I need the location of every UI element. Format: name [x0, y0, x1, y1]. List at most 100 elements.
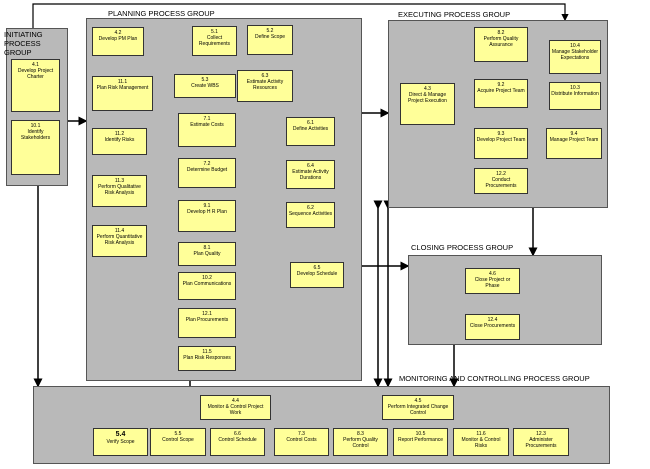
- process-number: 12.1: [202, 311, 212, 317]
- process-number: 9.2: [497, 82, 505, 88]
- process-label: Acquire Project Team: [477, 88, 525, 94]
- initiating-group-title: INITIATING PROCESS GROUP: [4, 30, 43, 57]
- process-label: Plan Risk Management: [96, 85, 149, 91]
- process-number: 11.1: [117, 79, 128, 85]
- process-4-4[interactable]: 4.4 Monitor & Control Project Work: [200, 395, 271, 420]
- monitoring-group-title: MONITORING AND CONTROLLING PROCESS GROUP: [399, 374, 590, 383]
- process-label: Perform Quality Control: [343, 437, 378, 449]
- process-9-1[interactable]: 9.1 Develop H R Plan: [178, 200, 236, 232]
- process-label: Conduct Procurements: [485, 177, 517, 189]
- process-10-5[interactable]: 10.5 Report Performance: [393, 428, 448, 456]
- process-label: Monitor & Control Risks: [461, 437, 501, 449]
- process-12-1[interactable]: 12.1 Plan Procurements: [178, 308, 236, 338]
- process-label: Perform Integrated Change Control: [387, 404, 449, 416]
- process-label: Identify Risks: [104, 137, 135, 143]
- process-number: 9.1: [203, 203, 211, 209]
- process-4-6[interactable]: 4.6 Close Project or Phase: [465, 268, 520, 294]
- process-7-2[interactable]: 7.2 Determine Budget: [178, 158, 236, 188]
- process-label: Administer Procurements: [525, 437, 557, 449]
- process-number: 4.4: [232, 398, 239, 404]
- process-label: Develop PM Plan: [98, 36, 138, 42]
- process-label: Define Activities: [292, 126, 329, 132]
- process-number: 4.3: [424, 86, 431, 92]
- process-4-2[interactable]: 4.2 Develop PM Plan: [92, 27, 144, 56]
- process-label: Develop H R Plan: [187, 209, 227, 215]
- process-5-1[interactable]: 5.1 Collect Requirements: [192, 26, 237, 56]
- process-label: Develop Project Charter: [17, 68, 54, 80]
- process-6-4[interactable]: 6.4 Estimate Activity Durations: [286, 160, 335, 189]
- process-label: Plan Risk Responses: [183, 355, 231, 361]
- process-label: Plan Quality: [193, 251, 221, 257]
- process-7-1[interactable]: 7.1 Estimate Costs: [178, 113, 236, 147]
- process-label: Close Project or Phase: [474, 277, 511, 289]
- process-8-3[interactable]: 8.3 Perform Quality Control: [333, 428, 388, 456]
- process-4-1[interactable]: 4.1 Develop Project Charter: [11, 59, 60, 112]
- process-label: Plan Communications: [182, 281, 232, 287]
- process-number: 8.2: [497, 30, 505, 36]
- process-label: Report Performance: [397, 437, 444, 443]
- process-number: 6.6: [234, 431, 241, 437]
- process-number: 9.4: [570, 131, 578, 137]
- process-label: Manage Stakeholder Expectations: [551, 49, 599, 61]
- process-label: Plan Procurements: [185, 317, 229, 323]
- process-12-2[interactable]: 12.2 Conduct Procurements: [474, 168, 528, 194]
- process-5-2[interactable]: 5.2 Define Scope: [247, 25, 293, 55]
- process-9-2[interactable]: 9.2 Acquire Project Team: [474, 79, 528, 108]
- process-4-5[interactable]: 4.5 Perform Integrated Change Control: [382, 395, 454, 420]
- process-label: Develop Project Team: [476, 137, 526, 143]
- process-number: 6.4: [307, 163, 314, 169]
- process-label: Monitor & Control Project Work: [207, 404, 264, 416]
- process-number: 5.3: [201, 77, 209, 83]
- process-number: 12.3: [536, 431, 546, 437]
- process-10-4[interactable]: 10.4 Manage Stakeholder Expectations: [549, 40, 601, 74]
- process-label: Close Procurements: [469, 323, 516, 329]
- process-4-3[interactable]: 4.3 Direct & Manage Project Execution: [400, 83, 455, 125]
- process-5-5[interactable]: 5.5 Control Scope: [150, 428, 206, 456]
- process-label: Define Scope: [254, 34, 286, 40]
- process-number: 4.6: [489, 271, 496, 277]
- process-8-2[interactable]: 8.2 Perform Quality Assurance: [474, 27, 528, 62]
- process-label: Sequence Activities: [288, 211, 333, 217]
- process-9-3[interactable]: 9.3 Develop Project Team: [474, 128, 528, 159]
- process-8-1[interactable]: 8.1 Plan Quality: [178, 242, 236, 266]
- process-10-3[interactable]: 10.3 Distribute Information: [549, 82, 601, 110]
- process-number: 10.5: [415, 431, 426, 437]
- process-6-6[interactable]: 6.6 Control Schedule: [210, 428, 265, 456]
- process-10-1[interactable]: 10.1 Identify Stakeholders: [11, 120, 60, 175]
- process-10-2[interactable]: 10.2 Plan Communications: [178, 272, 236, 300]
- process-11-1[interactable]: 11.1 Plan Risk Management: [92, 76, 153, 111]
- process-11-6[interactable]: 11.6 Monitor & Control Risks: [453, 428, 509, 456]
- process-label: Develop Schedule: [296, 271, 338, 277]
- process-11-4[interactable]: 11.4 Perform Quantitative Risk Analysis: [92, 225, 147, 257]
- process-label: Perform Quality Assurance: [483, 36, 519, 48]
- process-6-2[interactable]: 6.2 Sequence Activities: [286, 202, 335, 228]
- process-label: Perform Quantitative Risk Analysis: [96, 234, 143, 246]
- process-6-3[interactable]: 6.3 Estimate Activity Resources: [237, 70, 293, 102]
- process-label: Create WBS: [191, 83, 219, 89]
- process-number: 12.4: [487, 317, 498, 323]
- process-number: 4.2: [114, 30, 122, 36]
- process-number: 5.1: [211, 29, 218, 35]
- process-6-5[interactable]: 6.5 Develop Schedule: [290, 262, 344, 288]
- process-number: 6.2: [307, 205, 314, 211]
- process-label: Estimate Costs: [190, 122, 224, 128]
- process-9-4[interactable]: 9.4 Manage Project Team: [546, 128, 602, 159]
- process-11-3[interactable]: 11.3 Perform Qualitative Risk Analysis: [92, 175, 147, 207]
- process-6-1[interactable]: 6.1 Define Activities: [286, 117, 335, 146]
- process-number: 10.3: [570, 85, 580, 91]
- process-5-3[interactable]: 5.3 Create WBS: [174, 74, 236, 98]
- process-number: 4.5: [414, 398, 422, 404]
- process-5-4[interactable]: 5.4 Verify Scope: [93, 428, 148, 456]
- process-number: 8.1: [203, 245, 211, 251]
- process-7-3[interactable]: 7.3 Control Costs: [274, 428, 329, 456]
- process-number: 10.1: [30, 123, 41, 129]
- process-12-4[interactable]: 12.4 Close Procurements: [465, 314, 520, 340]
- process-label: Identify Stakeholders: [20, 129, 51, 141]
- process-12-3[interactable]: 12.3 Administer Procurements: [513, 428, 569, 456]
- process-11-5[interactable]: 11.5 Plan Risk Responses: [178, 346, 236, 371]
- process-number: 11.4: [114, 228, 125, 234]
- process-label: Estimate Activity Durations: [292, 169, 329, 181]
- planning-group-title: PLANNING PROCESS GROUP: [108, 9, 215, 18]
- process-11-2[interactable]: 11.2 Identify Risks: [92, 128, 147, 155]
- process-number: 6.3: [261, 73, 269, 79]
